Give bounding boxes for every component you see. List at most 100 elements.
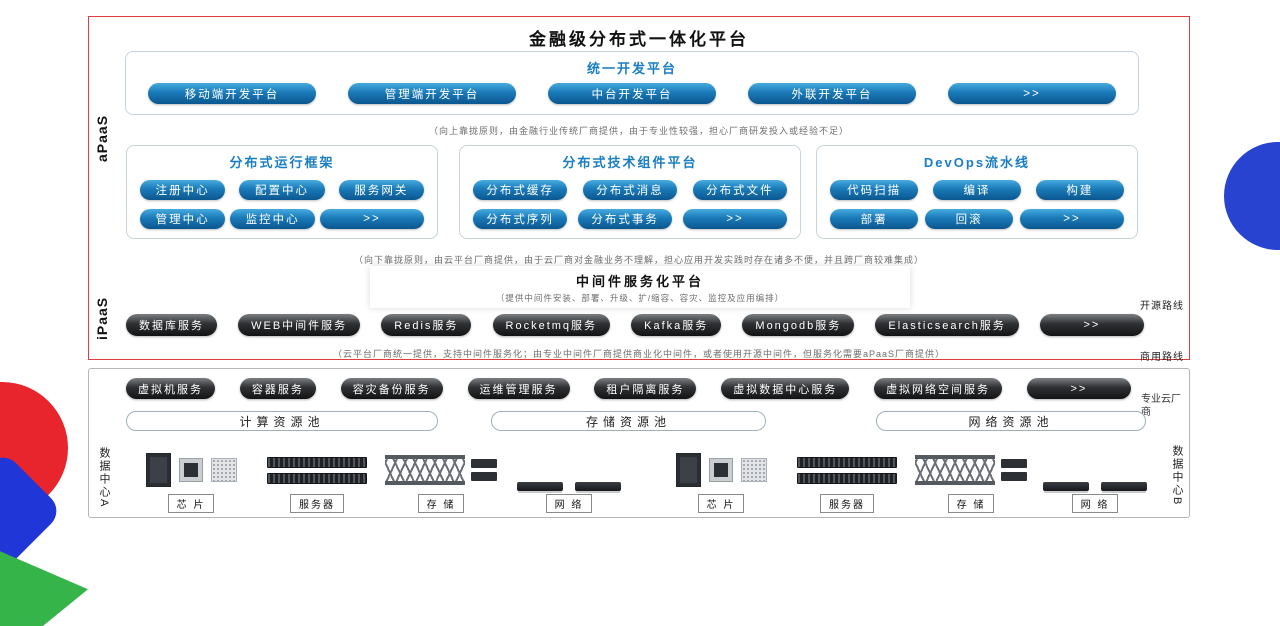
tech-component-button[interactable]: 分布式序列 — [473, 209, 568, 229]
cloud-vendor-label: 专业云厂商 — [1141, 394, 1181, 418]
devops-button[interactable]: 部署 — [830, 209, 919, 229]
network-switch-icon — [1043, 449, 1147, 491]
ipaas-service-button-web-middleware[interactable]: WEB中间件服务 — [238, 314, 361, 336]
chip-icon — [145, 449, 237, 491]
runtime-framework-more-button[interactable]: >> — [320, 209, 424, 229]
button-row: 分布式缓存 分布式消息 分布式文件 — [460, 180, 800, 200]
network-switch-icon — [517, 449, 621, 491]
platform-panel: 金融级分布式一体化平台 统一开发平台 移动端开发平台 管理端开发平台 中台开发平… — [88, 16, 1190, 363]
hardware-label: 芯 片 — [167, 494, 215, 513]
hardware-label: 网 络 — [1071, 494, 1119, 513]
button-row: 部署 回滚 >> — [817, 209, 1137, 229]
runtime-framework-button[interactable]: 服务网关 — [338, 180, 424, 200]
hardware-storage-group: 存 储 — [385, 449, 497, 513]
section-title: 分布式运行框架 — [229, 155, 335, 170]
devops-more-button[interactable]: >> — [1020, 209, 1124, 229]
ipaas-service-button-elasticsearch[interactable]: Elasticsearch服务 — [875, 314, 1019, 336]
server-rack-icon — [797, 449, 897, 491]
iaas-service-button-disaster-backup[interactable]: 容灾备份服务 — [340, 378, 443, 399]
hardware-server-group: 服务器 — [791, 449, 903, 513]
note-bottom: （云平台厂商统一提供，支持中间件服务化；由专业中间件厂商提供商业化中间件，或者使… — [332, 349, 946, 359]
ipaas-service-button-kafka[interactable]: Kafka服务 — [631, 314, 722, 336]
route-open-source-label: 开源路线 — [1140, 301, 1184, 312]
runtime-framework-button[interactable]: 监控中心 — [230, 209, 316, 229]
tech-component-button[interactable]: 分布式文件 — [692, 180, 787, 200]
tech-component-more-button[interactable]: >> — [683, 209, 787, 229]
storage-rack-icon — [915, 449, 1027, 491]
hardware-network-group: 网 络 — [513, 449, 625, 513]
route-commercial-label: 商用路线 — [1140, 352, 1184, 363]
hardware-storage-group: 存 储 — [915, 449, 1027, 513]
hardware-label: 网 络 — [545, 494, 593, 513]
iaas-service-button-virtual-datacenter[interactable]: 虚拟数据中心服务 — [721, 378, 850, 399]
ipaas-more-button[interactable]: >> — [1039, 314, 1144, 336]
ipaas-service-button-redis[interactable]: Redis服务 — [381, 314, 472, 336]
runtime-framework-button[interactable]: 配置中心 — [239, 180, 325, 200]
hardware-label: 服务器 — [820, 494, 874, 513]
hardware-label: 芯 片 — [697, 494, 745, 513]
tech-component-button[interactable]: 分布式事务 — [578, 209, 673, 229]
hardware-label: 存 储 — [417, 494, 465, 513]
chip-icon — [675, 449, 767, 491]
layer-label-ipaas: iPaaS — [94, 296, 110, 340]
iaas-more-button[interactable]: >> — [1026, 378, 1131, 399]
runtime-framework-section: 分布式运行框架 注册中心 配置中心 服务网关 管理中心 监控中心 >> — [126, 145, 438, 239]
note-mid: （向下靠拢原则，由云平台厂商提供，由于云厂商对金融业务不理解，担心应用开发实践时… — [353, 255, 924, 265]
devops-button[interactable]: 编译 — [932, 180, 1022, 200]
unified-dev-button-row: 移动端开发平台 管理端开发平台 中台开发平台 外联开发平台 >> — [148, 83, 1116, 104]
unified-dev-button-midend[interactable]: 中台开发平台 — [548, 83, 716, 104]
hardware-label: 存 储 — [947, 494, 995, 513]
iaas-service-row: 虚拟机服务 容器服务 容灾备份服务 运维管理服务 租户隔离服务 虚拟数据中心服务… — [126, 378, 1131, 399]
middleware-note: （提供中间件安装、部署、升级、扩/缩容、容灾、监控及应用编排） — [495, 292, 785, 303]
unified-dev-button-admin[interactable]: 管理端开发平台 — [348, 83, 516, 104]
devops-button[interactable]: 回滚 — [925, 209, 1014, 229]
page-title: 金融级分布式一体化平台 — [529, 30, 749, 49]
iaas-panel: 虚拟机服务 容器服务 容灾备份服务 运维管理服务 租户隔离服务 虚拟数据中心服务… — [88, 368, 1190, 518]
datacenter-a-label: 数据中心A — [98, 447, 110, 509]
tech-component-section: 分布式技术组件平台 分布式缓存 分布式消息 分布式文件 分布式序列 分布式事务 … — [459, 145, 801, 239]
runtime-framework-button[interactable]: 管理中心 — [140, 209, 226, 229]
unified-dev-section: 统一开发平台 移动端开发平台 管理端开发平台 中台开发平台 外联开发平台 >> — [125, 51, 1139, 115]
ipaas-service-button-mongodb[interactable]: Mongodb服务 — [742, 314, 855, 336]
devops-button[interactable]: 代码扫描 — [830, 180, 919, 200]
iaas-service-button-virtual-network[interactable]: 虚拟网络空间服务 — [874, 378, 1003, 399]
hardware-label: 服务器 — [290, 494, 344, 513]
network-resource-pool: 网络资源池 — [876, 411, 1146, 431]
tech-component-button[interactable]: 分布式消息 — [582, 180, 678, 200]
hardware-server-group: 服务器 — [261, 449, 373, 513]
unified-dev-more-button[interactable]: >> — [948, 83, 1116, 104]
datacenter-b-label: 数据中心B — [1171, 445, 1183, 507]
ipaas-service-button-rocketmq[interactable]: Rocketmq服务 — [492, 314, 611, 336]
server-rack-icon — [267, 449, 367, 491]
unified-dev-title: 统一开发平台 — [586, 61, 677, 76]
hardware-chip-group: 芯 片 — [665, 449, 777, 513]
hardware-chip-group: 芯 片 — [135, 449, 247, 513]
unified-dev-button-external[interactable]: 外联开发平台 — [748, 83, 916, 104]
button-row: 管理中心 监控中心 >> — [127, 209, 437, 229]
unified-dev-button-mobile[interactable]: 移动端开发平台 — [148, 83, 316, 104]
button-row: 注册中心 配置中心 服务网关 — [127, 180, 437, 200]
tech-component-button[interactable]: 分布式缓存 — [473, 180, 568, 200]
storage-rack-icon — [385, 449, 497, 491]
hardware-network-group: 网 络 — [1039, 449, 1151, 513]
iaas-service-button-vm[interactable]: 虚拟机服务 — [126, 378, 215, 399]
layer-label-apaas: aPaaS — [94, 114, 110, 162]
devops-pipeline-section: DevOps流水线 代码扫描 编译 构建 部署 回滚 >> — [816, 145, 1138, 239]
section-title: 分布式技术组件平台 — [562, 155, 698, 170]
ipaas-service-row: 数据库服务 WEB中间件服务 Redis服务 Rocketmq服务 Kafka服… — [126, 314, 1144, 336]
runtime-framework-button[interactable]: 注册中心 — [140, 180, 226, 200]
iaas-service-button-tenant-isolation[interactable]: 租户隔离服务 — [594, 378, 697, 399]
compute-resource-pool: 计算资源池 — [126, 411, 438, 431]
section-title: DevOps流水线 — [923, 155, 1031, 170]
note-top: （向上靠拢原则，由金融行业传统厂商提供，由于专业性较强，担心厂商研发投入或经验不… — [428, 126, 849, 136]
devops-button[interactable]: 构建 — [1035, 180, 1124, 200]
ipaas-service-button-database[interactable]: 数据库服务 — [126, 314, 217, 336]
storage-resource-pool: 存储资源池 — [491, 411, 766, 431]
decor-blue-circle — [1224, 142, 1280, 250]
iaas-service-button-ops-management[interactable]: 运维管理服务 — [467, 378, 570, 399]
button-row: 代码扫描 编译 构建 — [817, 180, 1137, 200]
middleware-title: 中间件服务化平台 — [575, 273, 704, 289]
middleware-platform-box: 中间件服务化平台 （提供中间件安装、部署、升级、扩/缩容、容灾、监控及应用编排） — [370, 266, 910, 308]
iaas-service-button-container[interactable]: 容器服务 — [239, 378, 316, 399]
